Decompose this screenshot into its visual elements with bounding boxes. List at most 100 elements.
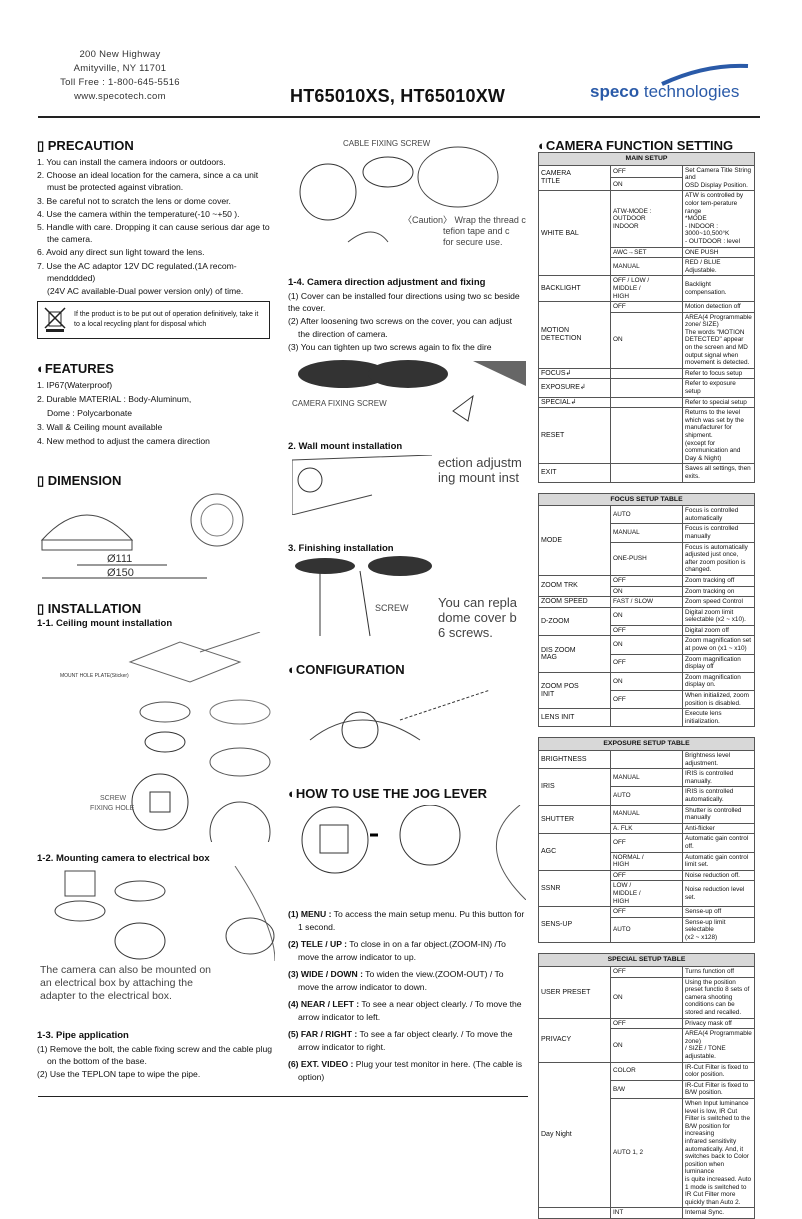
- setting-name: SPECIAL↲: [538, 396, 611, 409]
- setting-description: Zoom speed Control: [682, 596, 755, 608]
- setting-description: Noise reduction level set.: [682, 880, 755, 908]
- table-title: MAIN SETUP: [538, 152, 755, 166]
- list-item: (24V AC available-Dual power version onl…: [47, 286, 244, 297]
- svg-text:CABLE FIXING SCREW: CABLE FIXING SCREW: [343, 139, 431, 148]
- setting-description: Brightness level adjustment.: [682, 749, 755, 770]
- setting-description: Refer to focus setup: [682, 367, 755, 380]
- dimension-label: Ø150: [107, 567, 134, 579]
- list-item: (2) TELE / UP : To close in on a far obj…: [288, 939, 506, 962]
- setting-description: IRIS is controlled manually.: [682, 768, 755, 788]
- setting-option: MANUAL: [610, 768, 683, 788]
- setting-description: Digital zoom limit selectable (x2 ~ x10)…: [682, 606, 755, 626]
- footer-rule: [38, 1096, 528, 1097]
- setting-option: OFF: [610, 301, 683, 313]
- crossed-bin-icon: [44, 307, 66, 333]
- setting-option: AUTO: [610, 916, 683, 944]
- precaution-heading: ▯ PRECAUTION: [37, 138, 134, 153]
- setting-option: [610, 367, 683, 380]
- setting-description: Focus is controlled manually: [682, 523, 755, 543]
- logo-swoosh-icon: [661, 63, 749, 86]
- list-item: (4) NEAR / LEFT : To see a near object c…: [288, 999, 522, 1022]
- setting-name: AGC: [538, 833, 611, 871]
- setting-description: Zoom tracking on: [682, 585, 755, 598]
- setting-name: Day Night: [538, 1061, 611, 1209]
- camera-function-heading: ◐CAMERA FUNCTION SETTING: [538, 138, 734, 153]
- logo-brand: speco: [590, 82, 640, 101]
- setting-option: [610, 708, 683, 728]
- setting-option: ONE-PUSH: [610, 541, 683, 576]
- setting-name: EXIT: [538, 463, 611, 483]
- setting-description: ATW is controlled by color tem-perature …: [682, 190, 755, 248]
- list-item: (6) EXT. VIDEO : Plug your test monitor …: [288, 1059, 523, 1082]
- table-row: EXPOSURE↲Refer to exposure setup: [538, 378, 755, 398]
- electrical-box-figure: [54, 866, 275, 961]
- setting-option: B/W: [610, 1079, 683, 1099]
- setting-description: Zoom tracking off: [682, 574, 755, 587]
- finishing-text: You can repla dome cover b 6 screws.: [438, 595, 518, 640]
- list-item: 2. Choose an ideal location for the came…: [37, 170, 259, 193]
- setting-name: PRIVACY: [538, 1017, 611, 1063]
- setting-option: ON: [610, 976, 683, 1019]
- setting-option: OFF: [610, 653, 683, 673]
- setting-description: Focus is controlled automatically: [682, 505, 755, 525]
- list-item: 4. New method to adjust the camera direc…: [37, 436, 210, 446]
- caution-note: 〈Caution〉 Wrap the thread c tefion tape …: [403, 215, 526, 248]
- setting-option: MANUAL: [610, 257, 683, 277]
- setting-option: INT: [610, 1207, 683, 1219]
- setting-description: Zoom magnification display off: [682, 653, 755, 673]
- setting-option: [610, 749, 683, 770]
- address-line: 200 New Highway: [79, 49, 161, 60]
- setting-name: D-ZOOM: [538, 606, 611, 637]
- pipe-application-heading: 1-3. Pipe application: [37, 1030, 129, 1041]
- wall-mount-heading: 2. Wall mount installation: [288, 441, 403, 452]
- dimension-drawing: Ø111 Ø150: [40, 493, 244, 579]
- setting-name: MODE: [538, 505, 611, 576]
- finishing-figure: SCREW: [295, 556, 432, 637]
- configuration-figure: [309, 689, 491, 749]
- list-item: (1) Cover can be installed four directio…: [288, 291, 520, 314]
- setting-description: Refer to special setup: [682, 396, 755, 409]
- setting-description: Saves all settings, then exits.: [682, 463, 755, 483]
- list-item: 3. Wall & Ceiling mount available: [37, 422, 163, 432]
- features-list: 1. IP67(Waterproof) 2. Durable MATERIAL …: [37, 378, 275, 448]
- direction-adjust-heading: 1-4. Camera direction adjustment and fix…: [288, 277, 486, 288]
- pipe-application-list: (1) Remove the bolt, the cable fixing sc…: [37, 1043, 275, 1082]
- ceiling-mount-heading: 1-1. Ceiling mount installation: [37, 618, 173, 629]
- setting-option: [610, 407, 683, 465]
- setting-name: SSNR: [538, 869, 611, 908]
- setting-description: Returns to the level which was set by th…: [682, 407, 755, 465]
- setting-name: ZOOM POS INIT: [538, 671, 611, 710]
- phone-line: Toll Free : 1-800-645-5516: [60, 77, 180, 88]
- setting-option: OFF: [610, 690, 683, 710]
- setting-option: OFF: [610, 906, 683, 918]
- setting-name: FOCUS↲: [538, 367, 611, 380]
- setting-option: OFF / LOW / MIDDLE / HIGH: [610, 275, 683, 303]
- setting-option: MANUAL: [610, 523, 683, 543]
- setting-description: IR-Cut Filter is fixed to color position…: [682, 1061, 755, 1081]
- table-title: SPECIAL SETUP TABLE: [538, 953, 755, 968]
- address-line: Amityville, NY 11701: [73, 63, 167, 74]
- setting-description: IR-Cut Filter is fixed to B/W position.: [682, 1079, 755, 1099]
- setting-description: Refer to exposure setup: [682, 378, 755, 398]
- setting-description: Motion detection off: [682, 301, 755, 313]
